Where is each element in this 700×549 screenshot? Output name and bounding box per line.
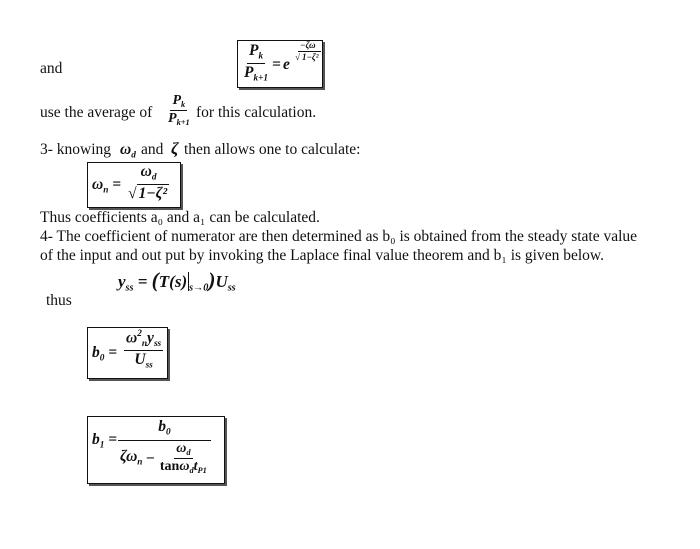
b0-lhs: b0 =: [92, 344, 118, 364]
exponential-e: e: [283, 56, 290, 73]
step3-suffix: then allows one to calculate:: [184, 141, 361, 158]
average-ratio-fraction: Pk Pk+1: [168, 93, 190, 128]
equals-sign: =: [272, 56, 281, 73]
thus-coefficients-line: Thus coefficients a₀ and a₁ can be calcu…: [40, 209, 320, 226]
and-word: and: [40, 60, 63, 77]
thus-word: thus: [46, 292, 72, 309]
final-value-formula: yss = (T(s)s→0)Uss: [118, 268, 236, 294]
exponent-fraction: −ζω √1−ζ²: [295, 40, 321, 62]
use-average-suffix: for this calculation.: [196, 104, 317, 121]
zeta-symbol: ζ: [171, 139, 179, 158]
omega-n-formula-box: ωn = ωd √1−ζ²: [87, 162, 181, 208]
omega-d-symbol: ωd: [120, 141, 136, 161]
step3-prefix: 3- knowing: [40, 141, 112, 158]
step4-line-2: of the input and out put by invoking the…: [40, 247, 604, 264]
b0-formula-box: b0 = ω2nyss Uss: [87, 327, 168, 379]
omega-n-fraction: ωd √1−ζ²: [128, 163, 170, 202]
use-average-prefix: use the average of: [40, 104, 153, 121]
step4-line-1: 4- The coefficient of numerator are then…: [40, 228, 638, 245]
b1-lhs: b1 =: [92, 431, 118, 451]
omega-n-lhs: ωn =: [92, 176, 122, 196]
b1-formula-box: b1 = b0 ζωn − ωd tanωdtP1: [87, 416, 225, 484]
ratio-fraction: Pk Pk+1: [244, 42, 269, 83]
b0-fraction: ω2nyss Uss: [124, 329, 164, 371]
step3-and: and: [141, 141, 164, 158]
ratio-formula-box: Pk Pk+1 = e −ζω √1−ζ²: [237, 40, 323, 88]
b1-fraction: b0 ζωn − ωd tanωdtP1: [118, 419, 211, 475]
